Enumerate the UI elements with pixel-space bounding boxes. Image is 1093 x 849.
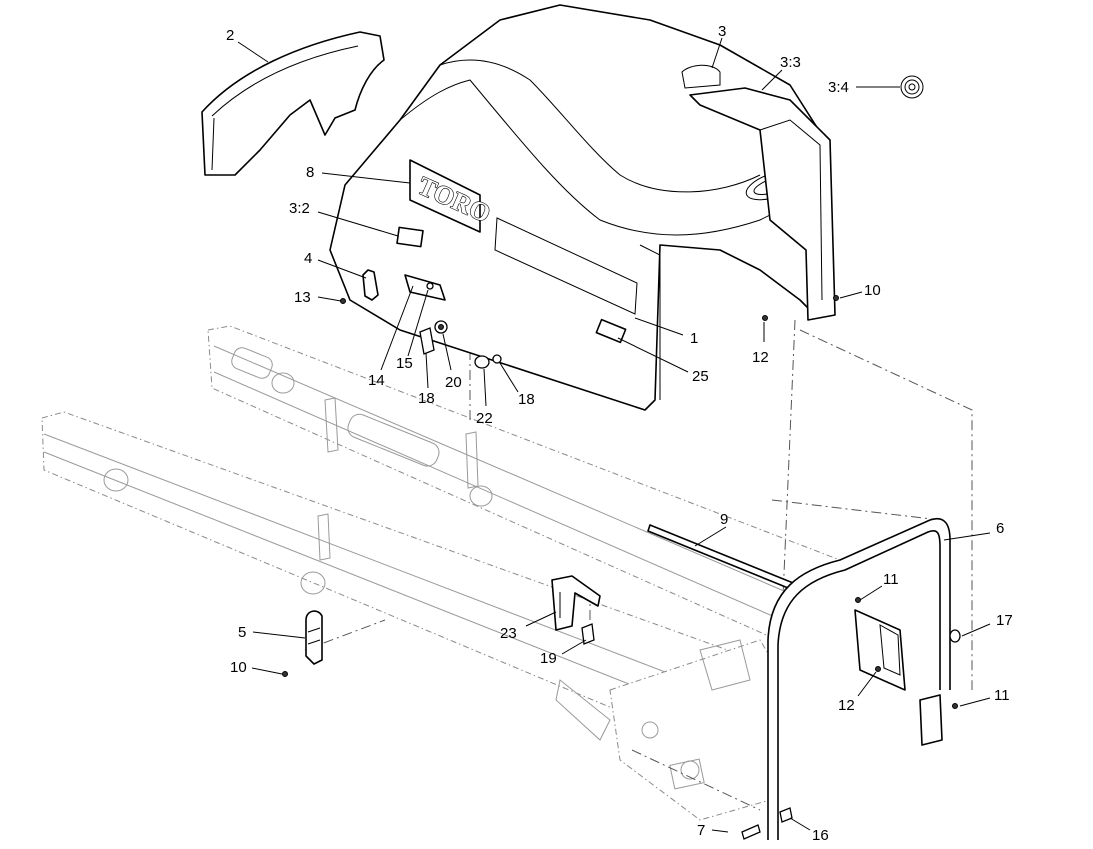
callout-3: 3 xyxy=(718,23,726,40)
bracket-23 xyxy=(551,575,601,631)
plate-14 xyxy=(404,274,446,301)
callout-12-upper: 12 xyxy=(752,349,769,366)
callout-25: 25 xyxy=(692,368,709,385)
callout-9: 9 xyxy=(720,511,728,528)
spring xyxy=(900,75,924,99)
bolt-10b xyxy=(282,671,288,677)
bumper-frame-6 xyxy=(767,518,951,840)
hardware-lower xyxy=(741,597,961,840)
callout-22: 22 xyxy=(476,410,493,427)
callout-6: 6 xyxy=(996,520,1004,537)
bolt-12b xyxy=(875,666,881,672)
callout-23: 23 xyxy=(500,625,517,642)
callout-14: 14 xyxy=(368,372,385,389)
decal-small xyxy=(396,226,424,248)
hood-latch xyxy=(689,87,836,321)
decal-25 xyxy=(595,318,627,344)
nut-15 xyxy=(426,282,434,290)
callout-labels: 2 3 3:3 3:4 8 3:2 4 13 10 1 12 14 15 20 … xyxy=(226,23,1013,844)
bracket-4 xyxy=(362,269,379,301)
callout-2: 2 xyxy=(226,27,234,44)
washer-22 xyxy=(474,355,490,369)
pin-7 xyxy=(741,824,761,840)
callout-18-right: 18 xyxy=(518,391,535,408)
callout-13: 13 xyxy=(294,289,311,306)
pin-16 xyxy=(779,807,793,823)
leader-lines xyxy=(237,37,991,833)
callout-4: 4 xyxy=(304,250,312,267)
callout-3-3: 3:3 xyxy=(780,54,801,71)
callout-10-lower: 10 xyxy=(230,659,247,676)
callout-16: 16 xyxy=(812,827,829,844)
callout-11-upper: 11 xyxy=(883,571,899,588)
callout-18-left: 18 xyxy=(418,390,435,407)
callout-20: 20 xyxy=(445,374,462,391)
callout-12-lower: 12 xyxy=(838,697,855,714)
side-decal xyxy=(494,217,638,315)
bolt-12a xyxy=(762,315,768,321)
callout-7: 7 xyxy=(697,822,705,839)
bolt-13 xyxy=(340,298,346,304)
callout-5: 5 xyxy=(238,624,246,641)
bolt-11b xyxy=(952,703,958,709)
clip-19 xyxy=(581,623,595,645)
rear-frame-rail xyxy=(207,325,841,651)
callout-10-upper: 10 xyxy=(864,282,881,299)
bolt-11a xyxy=(855,597,861,603)
callout-3-2: 3:2 xyxy=(289,200,310,217)
bushing-17 xyxy=(949,629,961,643)
bolt-10a xyxy=(833,295,839,301)
nut-18b xyxy=(492,354,502,364)
callout-19: 19 xyxy=(540,650,557,667)
front-frame-rail xyxy=(41,411,801,821)
callout-17: 17 xyxy=(996,612,1013,629)
callout-11-lower: 11 xyxy=(994,687,1010,704)
callout-8: 8 xyxy=(306,164,314,181)
callout-15: 15 xyxy=(396,355,413,372)
callout-1: 1 xyxy=(690,330,698,347)
callout-3-4: 3:4 xyxy=(828,79,849,96)
latch-5 xyxy=(305,610,323,665)
bolt-18a xyxy=(419,327,435,355)
bearing-20-inner xyxy=(438,324,444,330)
side-panel xyxy=(201,31,385,176)
